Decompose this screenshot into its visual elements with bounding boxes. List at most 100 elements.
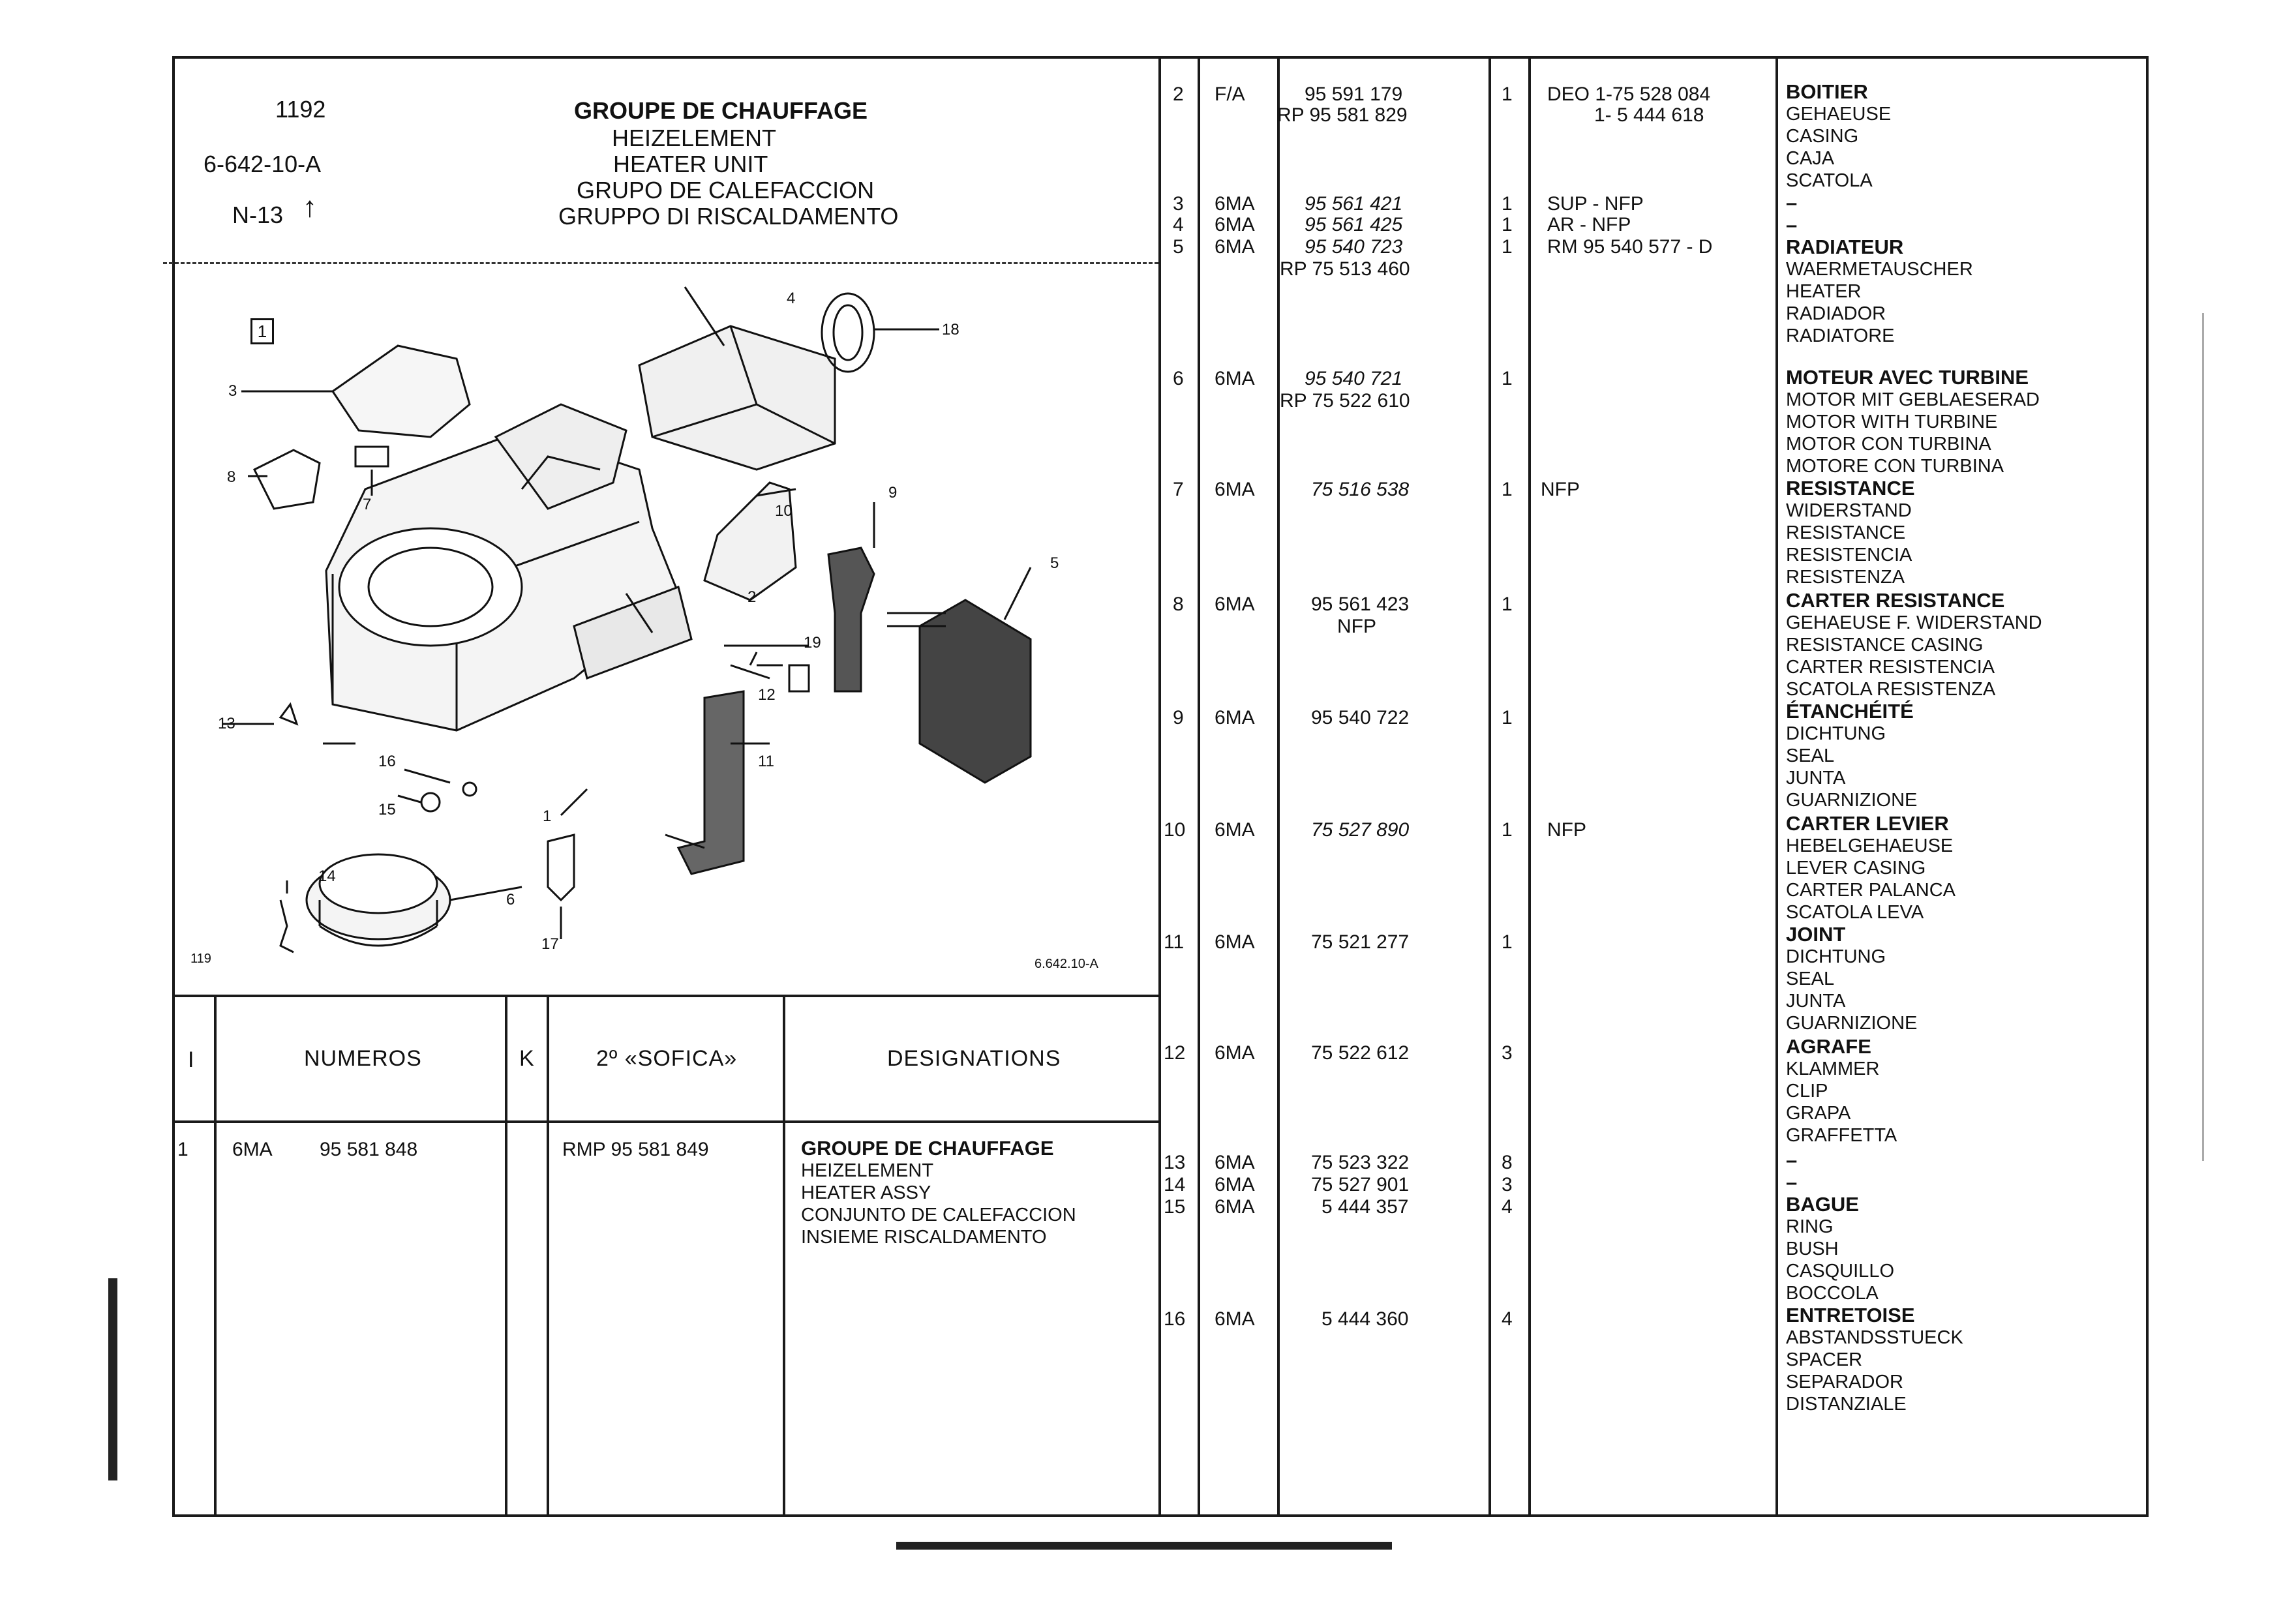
part-code: 6MA [1215, 593, 1255, 615]
part-qty: 1 [1502, 819, 1513, 841]
main-item-designation: GROUPE DE CHAUFFAGE HEIZELEMENT HEATER A… [801, 1137, 1076, 1248]
part-index: 16 [1164, 1308, 1186, 1330]
part-number: 5 444 360 [1322, 1308, 1409, 1330]
part-note: NFP [1547, 819, 1586, 841]
part-number: 95 591 179 [1305, 83, 1403, 105]
lower-col-line-4 [783, 995, 785, 1514]
callout-13: 13 [218, 715, 235, 732]
scan-artifact-bottom [896, 1542, 1392, 1550]
parts-col-line-3 [1488, 56, 1491, 1514]
part-index: 13 [1164, 1152, 1186, 1173]
reference-code: 6-642-10-A [204, 151, 322, 177]
callout-2: 2 [748, 588, 757, 606]
part-number: 75 523 322 [1311, 1152, 1410, 1173]
title-fr: GROUPE DE CHAUFFAGE [574, 97, 868, 124]
callout-11: 11 [758, 753, 774, 770]
col-header-designations: DESIGNATIONS [887, 1046, 1061, 1071]
figure-box-label: 1 [250, 318, 274, 344]
part-qty: 8 [1502, 1152, 1513, 1173]
scan-artifact-right [2202, 313, 2204, 1161]
part-number: 95 561 421 [1305, 193, 1403, 215]
part-index: 10 [1164, 819, 1186, 841]
designation-part-4: – [1786, 213, 1798, 236]
part-code: 6MA [1215, 193, 1255, 215]
part-index: 11 [1164, 931, 1185, 953]
part-note-2: 1- 5 444 618 [1594, 104, 1704, 126]
part-number: 95 561 425 [1305, 214, 1403, 235]
lower-table-header-bottom [172, 1120, 1158, 1123]
part-note: AR - NFP [1547, 214, 1631, 235]
lower-col-line-3 [547, 995, 549, 1514]
callout-10: 10 [775, 502, 793, 520]
main-item-sofica: RMP 95 581 849 [562, 1139, 709, 1160]
part-index: 8 [1173, 593, 1184, 615]
header-separator [163, 262, 1158, 264]
callout-6: 6 [506, 891, 515, 909]
part-number-alt: NFP [1337, 616, 1376, 637]
part-note: DEO 1-75 528 084 [1547, 83, 1711, 105]
arrow-up-icon: ↑ [303, 191, 317, 223]
part-number: 75 522 612 [1311, 1042, 1410, 1064]
part-code: 6MA [1215, 931, 1255, 953]
part-qty: 1 [1502, 236, 1513, 258]
callout-19: 19 [804, 634, 821, 652]
lower-col-line-2 [505, 995, 507, 1514]
part-qty: 1 [1502, 193, 1513, 215]
main-item-number: 95 581 848 [320, 1139, 418, 1160]
plate-number: 1192 [275, 96, 326, 123]
figure-corner-right: 6.642.10-A [1035, 957, 1098, 971]
part-number: 75 527 901 [1311, 1174, 1410, 1195]
col-header-numeros: NUMEROS [304, 1046, 422, 1071]
parts-col-line-4 [1528, 56, 1531, 1514]
callout-5: 5 [1050, 554, 1059, 572]
part-number: 5 444 357 [1322, 1196, 1409, 1218]
part-index: 9 [1173, 707, 1184, 728]
part-code: 6MA [1215, 1152, 1255, 1173]
callout-3: 3 [228, 382, 237, 400]
title-en: HEATER UNIT [613, 151, 768, 177]
part-qty: 1 [1502, 214, 1513, 235]
parts-col-line-1 [1198, 56, 1200, 1514]
callout-15: 15 [378, 801, 396, 819]
part-index: 5 [1173, 236, 1184, 258]
part-code: 6MA [1215, 707, 1255, 728]
part-qty: 1 [1502, 479, 1513, 500]
part-qty: 3 [1502, 1042, 1513, 1064]
part-note: NFP [1541, 479, 1580, 500]
part-note: SUP - NFP [1547, 193, 1644, 215]
part-number: 75 527 890 [1311, 819, 1410, 841]
parts-col-line-5 [1775, 56, 1778, 1514]
part-qty: 1 [1502, 707, 1513, 728]
callout-8: 8 [227, 468, 236, 486]
part-index: 12 [1164, 1042, 1186, 1064]
designation-part-13: – [1786, 1149, 1798, 1171]
part-code: 6MA [1215, 819, 1255, 841]
callout-1: 1 [543, 807, 552, 825]
callout-18: 18 [942, 321, 959, 338]
part-code: 6MA [1215, 1174, 1255, 1195]
part-index: 2 [1173, 83, 1184, 105]
part-number: 75 521 277 [1311, 931, 1410, 953]
part-code: 6MA [1215, 1042, 1255, 1064]
part-number-alt: RP 75 513 460 [1280, 258, 1410, 280]
part-code: 6MA [1215, 1196, 1255, 1218]
part-index: 7 [1173, 479, 1184, 500]
part-number: 95 540 722 [1311, 707, 1410, 728]
part-code: F/A [1215, 83, 1245, 105]
callout-14: 14 [318, 867, 336, 885]
callout-7: 7 [363, 496, 372, 513]
part-note: RM 95 540 577 - D [1547, 236, 1713, 258]
title-de: HEIZELEMENT [612, 125, 777, 151]
part-qty: 4 [1502, 1196, 1513, 1218]
part-number: 75 516 538 [1311, 479, 1410, 500]
part-number-alt: RP 75 522 610 [1280, 390, 1410, 412]
part-qty: 3 [1502, 1174, 1513, 1195]
part-index: 6 [1173, 368, 1184, 389]
callout-12: 12 [758, 686, 776, 704]
